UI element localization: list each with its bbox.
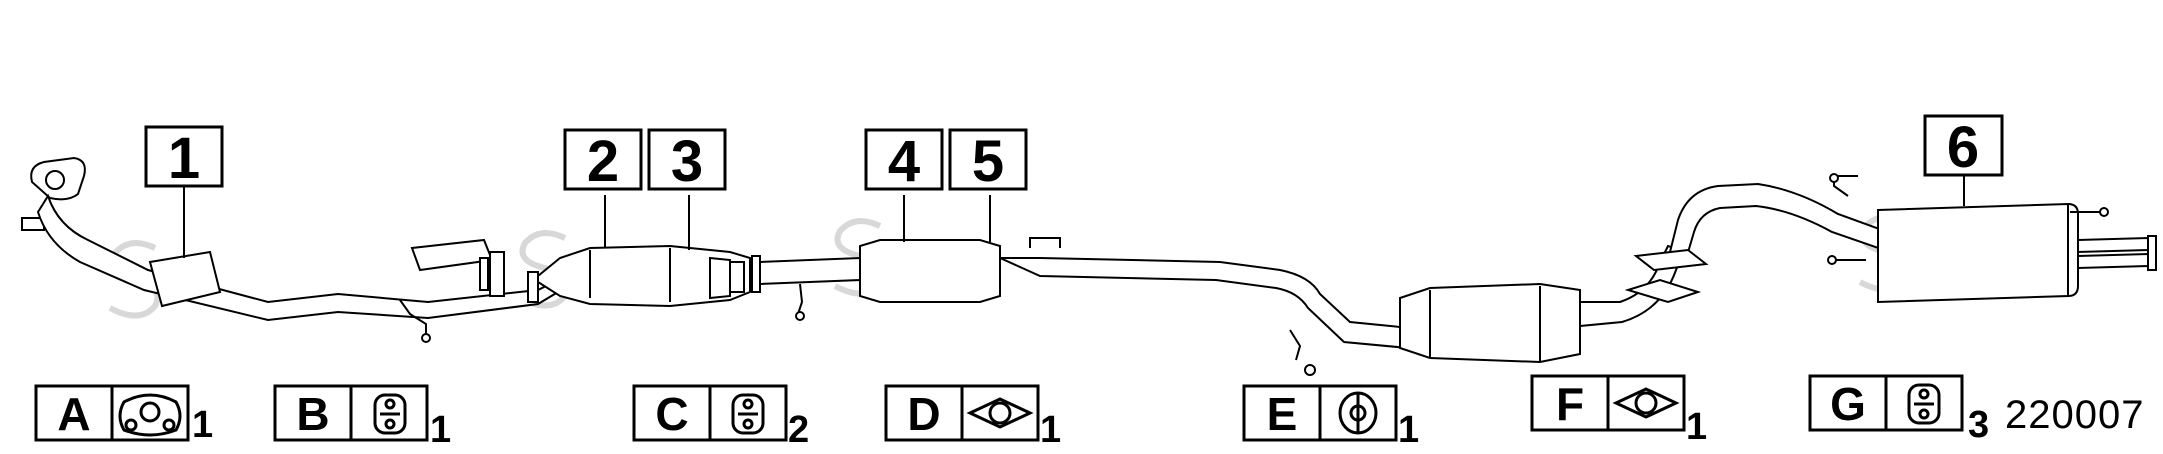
rubber-hanger-icon — [1907, 383, 1941, 425]
callout-box-2 — [563, 128, 643, 191]
legend-qty-f: 1 — [1686, 406, 1707, 448]
legend-letter-c: C — [655, 388, 688, 440]
catalytic-converter — [527, 244, 751, 308]
legend-item-a: A 1 — [34, 384, 213, 446]
two-bolt-flange-gasket-icon — [1612, 387, 1680, 419]
legend-item-e: E 1 — [1242, 384, 1419, 451]
callout-label-3: 3 — [671, 129, 703, 194]
ring-hanger-icon — [1338, 391, 1378, 435]
legend-letter-a: A — [57, 388, 90, 440]
diagram-code: 220007 — [2005, 393, 2145, 437]
rubber-hanger-icon — [731, 393, 765, 435]
legend-letter-f: F — [1556, 378, 1584, 430]
legend-qty-a: 1 — [192, 404, 213, 446]
callout-box-1 — [144, 125, 224, 188]
callout-label-4: 4 — [888, 129, 920, 194]
legend-item-b: B 1 — [273, 384, 451, 451]
callout-box-3 — [647, 128, 727, 191]
rear-catalyst-pipe — [1399, 182, 1950, 364]
legend-letter-e: E — [1267, 388, 1298, 440]
legend-qty-b: 1 — [430, 409, 451, 449]
callout-label-6: 6 — [1947, 115, 1979, 180]
legend-qty-g: 3 — [1968, 404, 1989, 446]
front-pipe — [21, 156, 559, 343]
legend-letter-d: D — [907, 388, 940, 440]
legend-item-g: G 3 — [1808, 374, 1989, 446]
rubber-hanger-icon — [373, 393, 407, 435]
center-pipe — [751, 237, 1412, 376]
callout-box-6 — [1923, 114, 2004, 177]
legend-item-d: D 1 — [884, 384, 1061, 451]
two-bolt-flange-gasket-icon — [966, 397, 1034, 429]
callout-box-4 — [864, 128, 944, 191]
legend-qty-e: 1 — [1398, 409, 1419, 449]
three-bolt-flange-gasket-icon — [118, 393, 182, 437]
legend-item-c: C 2 — [632, 384, 809, 451]
callout-label-1: 1 — [168, 126, 200, 191]
legend-letter-b: B — [296, 388, 329, 440]
legend-qty-d: 1 — [1040, 409, 1061, 449]
callout-label-5: 5 — [972, 129, 1004, 194]
legend-item-f: F 1 — [1530, 374, 1707, 448]
callout-label-2: 2 — [587, 129, 619, 194]
callout-box-5 — [948, 128, 1028, 191]
legend-letter-g: G — [1830, 378, 1866, 430]
legend-qty-c: 2 — [788, 409, 809, 449]
rear-muffler — [1827, 173, 2157, 304]
